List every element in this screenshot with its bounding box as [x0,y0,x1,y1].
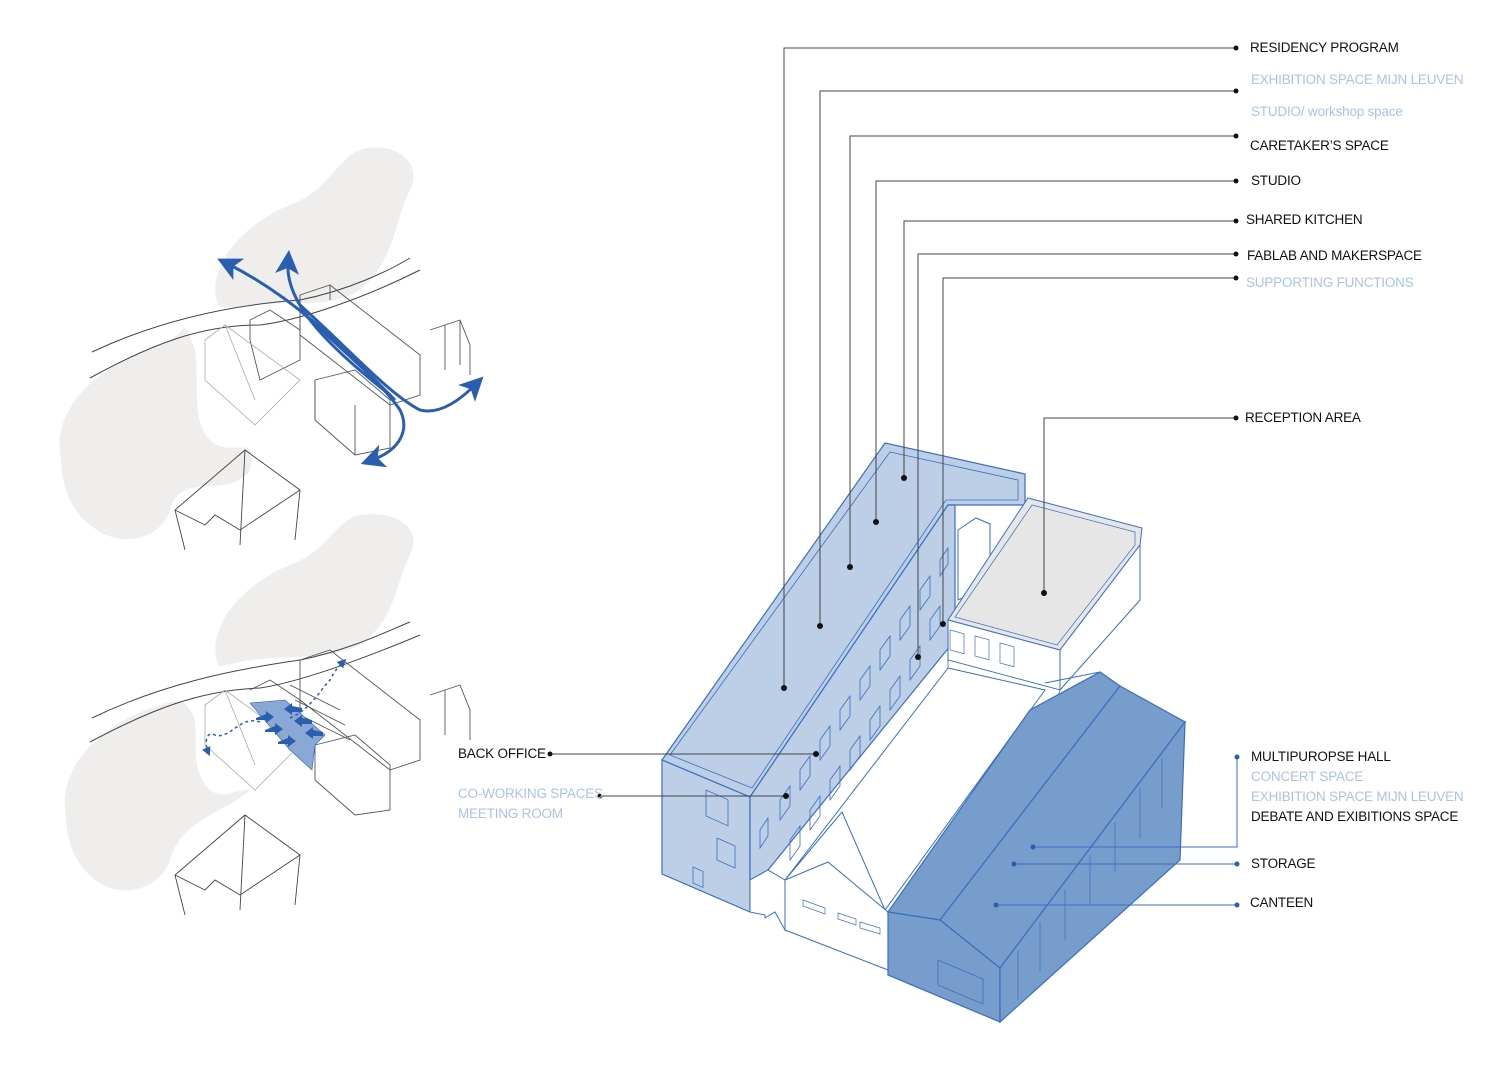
arrow-icon [294,715,312,727]
neighbour-ghost-building [204,689,301,791]
inward-arrows [256,703,323,747]
arrow-icon [298,308,406,468]
hall-leader-dots [993,754,1240,908]
courtyard [784,667,1046,911]
circulation-arrows [217,250,484,468]
road-lines [89,621,421,743]
label-studio-workshop: STUDIO/ workshop space [1251,104,1403,119]
label-multipurpose-hall: MULTIPUROPSE HALL [1251,749,1391,764]
tree-cloud [215,147,414,308]
label-residency-program: RESIDENCY PROGRAM [1250,40,1399,55]
label-back-office: BACK OFFICE [458,746,546,761]
arrow-icon [284,703,302,715]
house-sketch [174,814,301,916]
neighbour-ghost-building [204,324,301,426]
label-caretakers-space: CARETAKER’S SPACE [1250,138,1389,153]
label-exhibition-space: EXHIBITION SPACE MIJN LEUVEN [1251,72,1464,87]
label-reception-area: RECEPTION AREA [1245,410,1361,425]
door [692,866,704,889]
window [705,789,729,827]
hall-leader-lines [996,757,1238,906]
label-shared-kitchen: SHARED KITCHEN [1246,212,1363,227]
residency-block [661,442,1026,913]
low-wing-windows [802,899,881,935]
arrow-icon [298,303,484,413]
tree-cloud [64,701,250,891]
label-meeting-room: MEETING ROOM [458,806,563,821]
arrow-icon [256,711,274,723]
courtyard-sketch [64,514,471,916]
label-canteen: CANTEEN [1250,895,1314,910]
axonometric-building [547,45,1240,1024]
connector [749,869,786,932]
tree-cloud [59,328,252,540]
arrow-icon [305,727,323,739]
facade-windows [759,546,949,862]
label-storage: STORAGE [1251,856,1316,871]
arrow-icon [202,720,261,757]
tree-cloud [215,514,414,666]
house-sketch [174,449,301,551]
label-hall-exhibition-space: EXHIBITION SPACE MIJN LEUVEN [1251,789,1464,804]
label-debate-exhibitions: DEBATE AND EXIBITIONS SPACE [1251,809,1459,824]
label-concert-space: CONCERT SPACE [1251,769,1364,784]
leader-lines [550,47,1236,797]
building-sketch [249,284,471,456]
label-coworking-spaces: CO-WORKING SPACES [458,786,603,801]
label-supporting-functions: SUPPORTING FUNCTIONS [1246,275,1414,290]
dashed-flow-lines [202,658,347,757]
window [716,837,736,869]
label-fablab-makerspace: FABLAB AND MAKERSPACE [1247,248,1422,263]
arrow-icon [289,658,347,719]
leader-dots [547,45,1239,799]
building-sketch [249,649,471,816]
arrow-icon [278,735,296,747]
arrow-icon [265,723,283,735]
label-studio: STUDIO [1251,173,1301,188]
multipurpose-hall-block [886,671,1186,1024]
circulation-sketch [59,147,484,551]
